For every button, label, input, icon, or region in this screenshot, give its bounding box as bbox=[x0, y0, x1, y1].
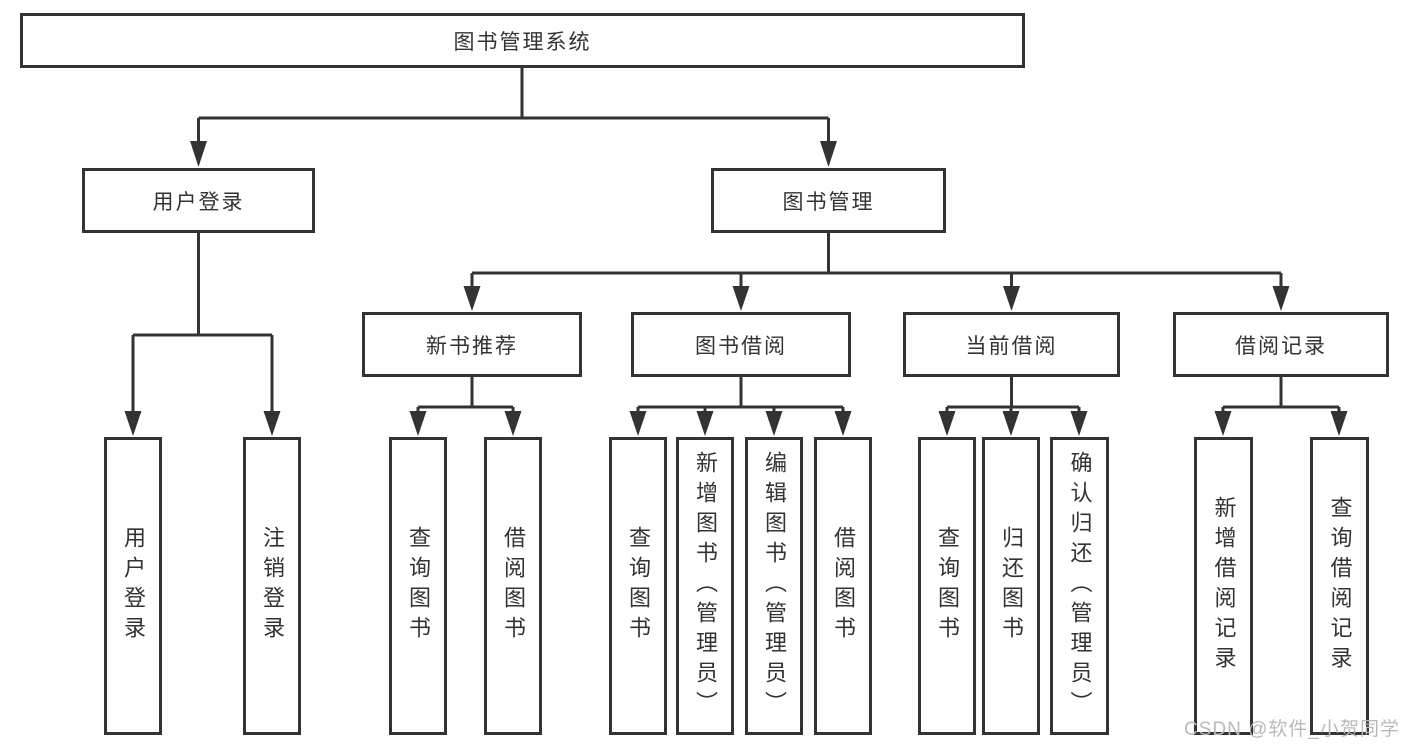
leaf-query-borrow-record: 查询借阅记录 bbox=[1310, 437, 1369, 735]
connector-user-login-to-leaves bbox=[124, 233, 281, 436]
arrowhead-icon bbox=[1003, 286, 1020, 311]
leaf-logout: 注销登录 bbox=[243, 437, 301, 735]
node-user-login-branch: 用户登录 bbox=[82, 168, 315, 233]
arrowhead-icon bbox=[820, 141, 837, 167]
arrowhead-icon bbox=[409, 411, 427, 436]
connector-new-book-recommend-to-leaves bbox=[409, 377, 522, 436]
csdn-watermark: CSDN @软件_小贺同学 bbox=[1184, 719, 1400, 740]
arrowhead-icon bbox=[1330, 411, 1348, 436]
leaf-confirm-return-admin: 确认归还（管理员） bbox=[1050, 437, 1109, 735]
arrowhead-icon bbox=[765, 411, 783, 436]
arrowhead-icon bbox=[938, 411, 956, 436]
connector-book-borrow-to-leaves bbox=[629, 377, 852, 436]
leaf-add-books-admin: 新增图书（管理员） bbox=[676, 437, 734, 735]
arrowhead-icon bbox=[732, 286, 750, 311]
connector-book-management-to-level3 bbox=[463, 233, 1290, 311]
leaf-borrow-books-recommend: 借阅图书 bbox=[484, 437, 542, 735]
arrowhead-icon bbox=[504, 411, 522, 436]
arrowhead-icon bbox=[1272, 286, 1290, 311]
arrowhead-icon bbox=[834, 411, 852, 436]
arrowhead-icon bbox=[463, 286, 481, 311]
arrowhead-icon bbox=[190, 141, 207, 167]
connector-borrow-records-to-leaves bbox=[1214, 377, 1348, 436]
leaf-user-login: 用户登录 bbox=[104, 437, 162, 735]
arrowhead-icon bbox=[1214, 411, 1232, 436]
leaf-add-borrow-record: 新增借阅记录 bbox=[1194, 437, 1253, 735]
arrowhead-icon bbox=[629, 411, 647, 436]
node-borrow-records: 借阅记录 bbox=[1173, 312, 1389, 377]
connector-current-borrow-to-leaves bbox=[938, 377, 1088, 436]
leaf-query-books-borrow: 查询图书 bbox=[609, 437, 667, 735]
node-new-book-recommend: 新书推荐 bbox=[362, 312, 582, 377]
leaf-query-books-recommend: 查询图书 bbox=[389, 437, 447, 735]
arrowhead-icon bbox=[263, 411, 281, 436]
node-book-management-branch: 图书管理 bbox=[711, 168, 946, 233]
arrowhead-icon bbox=[1002, 411, 1020, 436]
node-library-system: 图书管理系统 bbox=[20, 13, 1025, 68]
leaf-query-books-current: 查询图书 bbox=[918, 437, 976, 735]
leaf-borrow-books: 借阅图书 bbox=[814, 437, 872, 735]
node-book-borrow: 图书借阅 bbox=[631, 312, 851, 377]
arrowhead-icon bbox=[124, 411, 142, 436]
leaf-return-books: 归还图书 bbox=[982, 437, 1040, 735]
node-current-borrow: 当前借阅 bbox=[903, 312, 1120, 377]
connector-root-to-level2 bbox=[190, 68, 837, 167]
arrowhead-icon bbox=[1070, 411, 1088, 436]
leaf-edit-books-admin: 编辑图书（管理员） bbox=[745, 437, 803, 735]
arrowhead-icon bbox=[696, 411, 714, 436]
